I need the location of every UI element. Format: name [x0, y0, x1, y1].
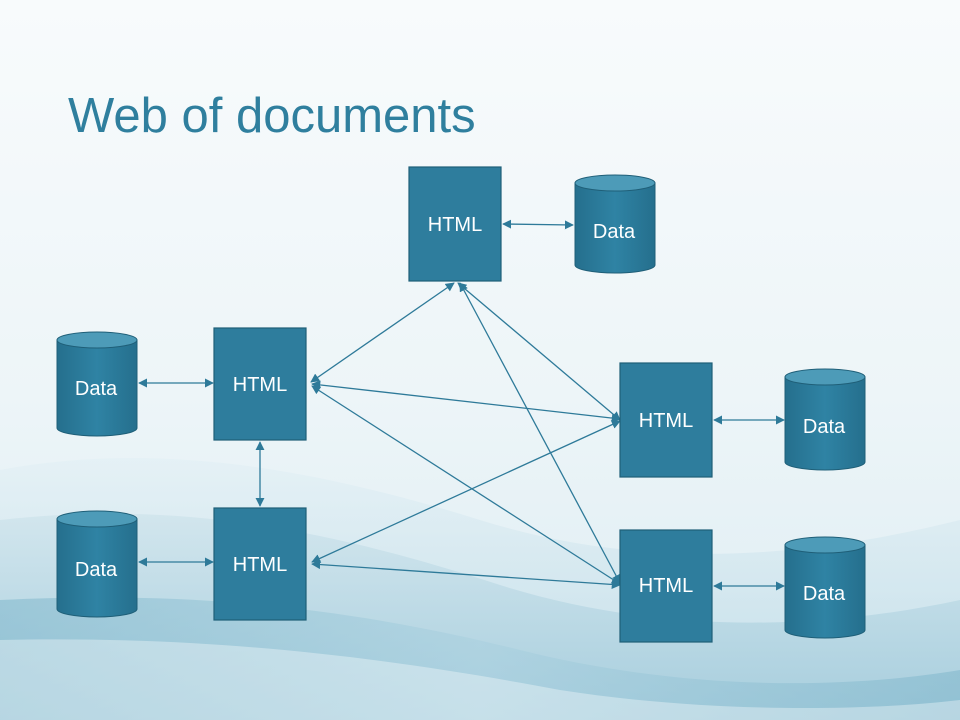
data-store-left-upper: Data: [56, 331, 138, 437]
html-node-label: HTML: [639, 575, 693, 597]
data-store-label: Data: [593, 221, 636, 243]
edge-html-left-upper-to-html-right-upper: [311, 380, 621, 423]
data-store-label: Data: [803, 416, 846, 438]
html-node-right-upper: HTML: [619, 362, 713, 478]
html-node-label: HTML: [428, 214, 482, 236]
data-store-right-lower: Data: [784, 536, 866, 639]
html-node-left-upper: HTML: [213, 327, 307, 441]
html-node-top: HTML: [408, 166, 502, 282]
html-node-right-lower: HTML: [619, 529, 713, 643]
data-store-top: Data: [574, 174, 656, 274]
data-store-label: Data: [75, 559, 118, 581]
edge-html-left-upper-to-html-right-lower: [311, 385, 621, 585]
edge-html-top-to-html-right-upper: [457, 282, 621, 421]
edge-html-left-lower-to-html-right-lower: [311, 560, 621, 589]
data-store-label: Data: [803, 583, 846, 605]
data-store-label: Data: [75, 378, 118, 400]
data-store-left-lower: Data: [56, 510, 138, 618]
html-node-label: HTML: [233, 374, 287, 396]
html-node-left-lower: HTML: [213, 507, 307, 621]
edge-html-left-upper-to-html-top: [310, 282, 455, 383]
connections: [138, 219, 785, 591]
html-node-label: HTML: [639, 410, 693, 432]
html-node-label: HTML: [233, 554, 287, 576]
edge-html-left-lower-to-html-right-upper: [311, 420, 621, 563]
slide-title: Web of documents: [68, 89, 476, 143]
data-store-right-upper: Data: [784, 368, 866, 471]
edge-html-top-to-data-top: [502, 219, 574, 230]
edge-html-top-to-html-right-lower: [459, 282, 621, 584]
